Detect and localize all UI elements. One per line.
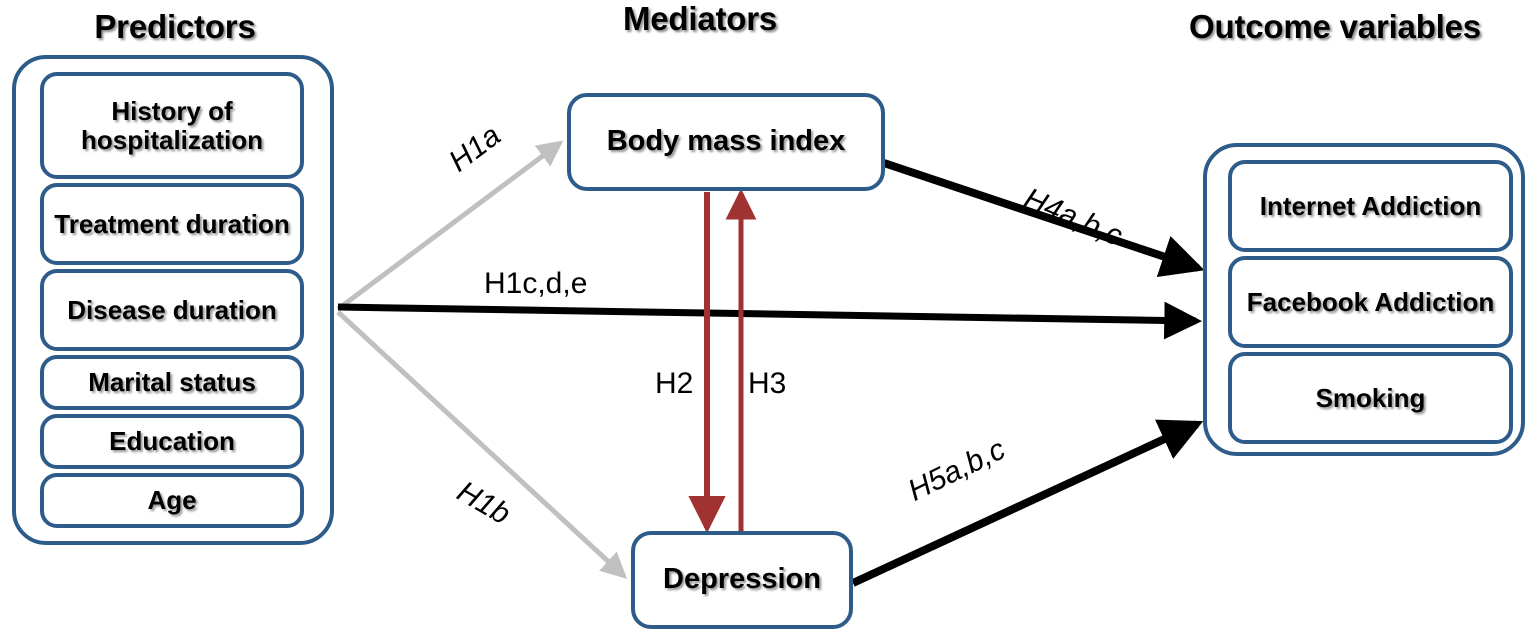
column-title-outcome-variables: Outcome variables <box>1189 8 1481 45</box>
edge-label-h5abc: H5a,b,c <box>903 432 1011 508</box>
column-title-predictors: Predictors <box>94 8 256 45</box>
mediator-depression[interactable]: Depression <box>631 531 853 629</box>
outcome-facebook-addiction[interactable]: Facebook Addiction <box>1228 256 1513 348</box>
predictor-treatment-duration[interactable]: Treatment duration <box>40 183 304 265</box>
edge-h5abc <box>851 419 1204 587</box>
mediator-body-mass-index[interactable]: Body mass index <box>567 93 885 191</box>
edge-label-h3: H3 <box>748 367 787 400</box>
predictor-education[interactable]: Education <box>40 414 304 469</box>
predictor-age[interactable]: Age <box>40 473 304 528</box>
edge-h1b <box>336 310 628 579</box>
edge-label-h1cde: H1c,d,e <box>484 267 588 300</box>
edge-label-h1a: H1a <box>443 118 507 179</box>
edge-label-h2: H2 <box>655 367 694 400</box>
outcome-smoking[interactable]: Smoking <box>1228 352 1513 444</box>
edge-label-h4abc: H4a,b,c <box>1019 182 1128 253</box>
predictor-marital-status[interactable]: Marital status <box>40 355 304 410</box>
outcome-internet-addiction[interactable]: Internet Addiction <box>1228 160 1513 252</box>
predictor-history-of-hospitalization[interactable]: History of hospitalization <box>40 72 304 179</box>
edge-h1cde <box>337 301 1203 340</box>
edge-label-h1b: H1b <box>451 475 516 532</box>
column-title-mediators: Mediators <box>622 0 778 37</box>
predictor-disease-duration[interactable]: Disease duration <box>40 269 304 351</box>
